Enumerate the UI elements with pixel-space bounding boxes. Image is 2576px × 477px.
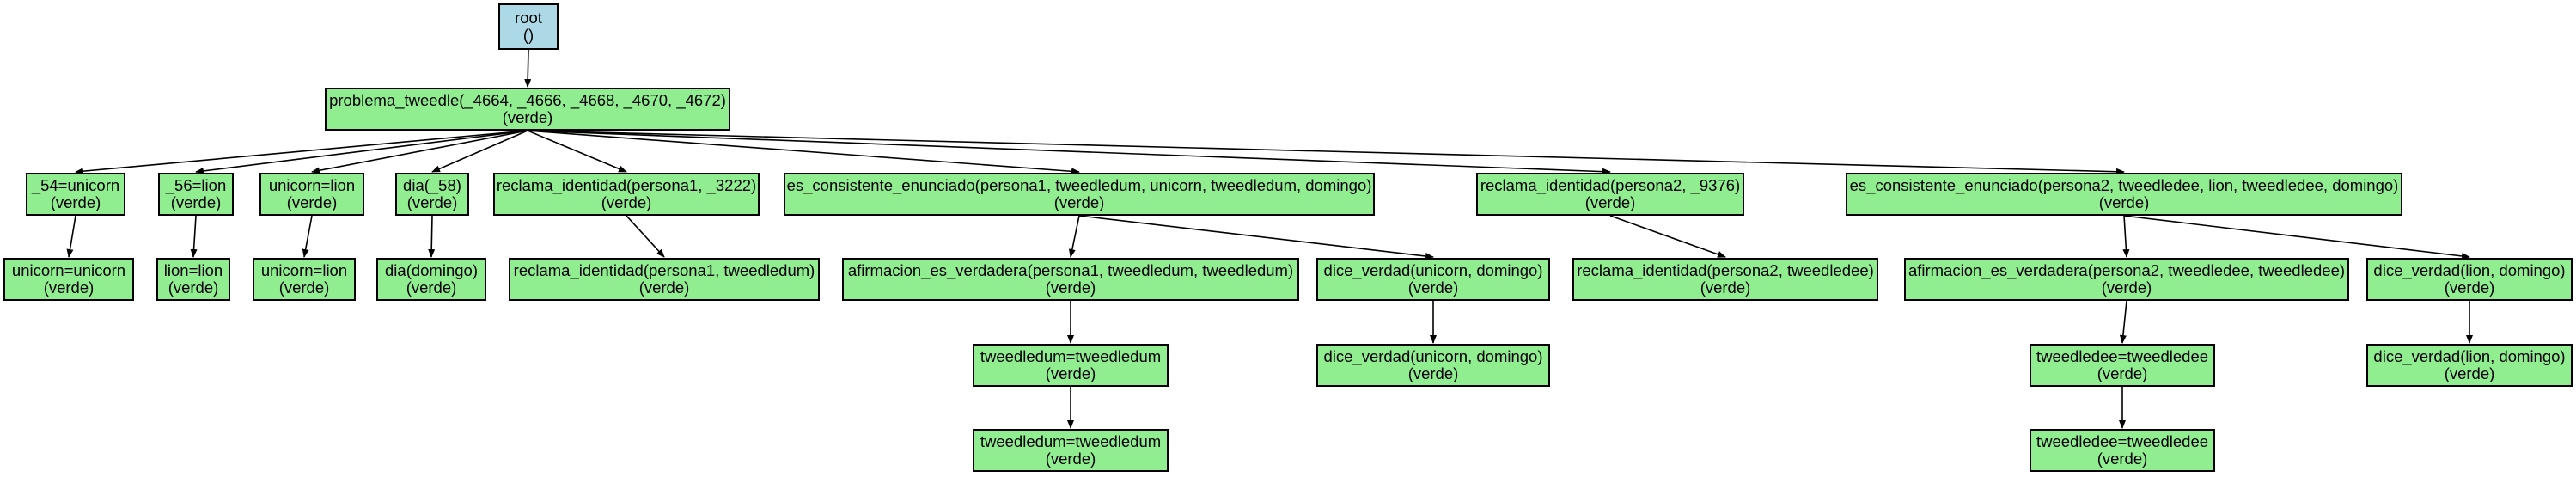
edge-problema-to-rec1 (527, 130, 627, 173)
node-status: (verde) (43, 278, 95, 297)
node-status: (verde) (168, 278, 219, 297)
tree-node-dice-verdad-unicorn: dice_verdad(unicorn, domingo) (verde) (1316, 258, 1550, 301)
node-status: (verde) (286, 193, 338, 211)
node-label: dice_verdad(lion, domingo) (2373, 347, 2566, 365)
node-label: afirmacion_es_verdadera(persona1, tweedl… (847, 261, 1294, 279)
tree-node-54-unicorn: _54=unicorn (verde) (26, 173, 125, 216)
node-label: reclama_identidad(persona2, _9376) (1480, 176, 1741, 194)
node-label: dice_verdad(unicorn, domingo) (1323, 347, 1543, 365)
node-status: (verde) (1045, 278, 1096, 297)
node-status: (verde) (2098, 193, 2150, 211)
node-status: (verde) (1045, 449, 1096, 468)
node-label: es_consistente_enunciado(persona1, tweed… (786, 176, 1372, 194)
edge-rec2-to-rec2c (1609, 215, 1726, 258)
edge-problema-to-rec2 (527, 130, 1611, 175)
edge-rec1-to-rec1c (626, 215, 665, 258)
tree-node-reclama-identidad-persona2-tweedledee: reclama_identidad(persona2, tweedledee) … (1572, 258, 1878, 301)
node-status: (verde) (1053, 193, 1105, 211)
node-label: dice_verdad(lion, domingo) (2373, 261, 2566, 279)
edge-problema-to-dia (431, 130, 528, 173)
tree-node-reclama-identidad-persona1-tweedledum: reclama_identidad(persona1, tweedledum) … (509, 258, 820, 301)
tree-node-reclama-identidad-persona1: reclama_identidad(persona1, _3222) (verd… (493, 173, 760, 216)
tree-node-problema-tweedle: problema_tweedle(_4664, _4666, _4668, _4… (325, 88, 730, 131)
node-label: unicorn=lion (268, 176, 356, 194)
edge-problema-to-esc1 (527, 130, 1080, 175)
node-status: (verde) (601, 193, 652, 211)
node-label: dia(domingo) (385, 261, 478, 279)
node-status: (verde) (1407, 278, 1459, 297)
tree-node-tweedledee-equals-tweedledee: tweedledee=tweedledee (verde) (2030, 344, 2215, 387)
node-status: (verde) (1045, 364, 1096, 382)
edge-esc2-to-dv2 (2123, 215, 2470, 260)
node-label: reclama_identidad(persona2, tweedledee) (1577, 261, 1874, 279)
tree-node-dia: dia(_58) (verde) (395, 173, 469, 216)
node-status: (verde) (406, 193, 458, 211)
tree-node-tweedledee-equals-tweedledee-result: tweedledee=tweedledee (verde) (2030, 429, 2215, 472)
node-label: lion=lion (163, 261, 223, 279)
tree-node-tweedledum-equals-tweedledum-result: tweedledum=tweedledum (verde) (973, 429, 1169, 472)
tree-node-dice-verdad-unicorn-result: dice_verdad(unicorn, domingo) (verde) (1316, 344, 1550, 387)
tree-node-unicorn-lion: unicorn=lion (verde) (259, 173, 364, 216)
node-status: (verde) (638, 278, 690, 297)
tree-node-tweedledum-equals-tweedledum: tweedledum=tweedledum (verde) (973, 344, 1169, 387)
node-status: (verde) (50, 193, 101, 211)
node-label: reclama_identidad(persona1, _3222) (496, 176, 757, 194)
tree-node-es-consistente-enunciado-persona1: es_consistente_enunciado(persona1, tweed… (784, 173, 1375, 216)
edge-dia-to-diac (428, 215, 436, 258)
edge-esc2-to-afi2 (2122, 215, 2130, 258)
tree-node-lion-lion: lion=lion (verde) (156, 258, 230, 301)
tree-node-reclama-identidad-persona2: reclama_identidad(persona2, _9376) (verd… (1476, 173, 1744, 216)
node-status: (verde) (502, 108, 553, 126)
node-label: afirmacion_es_verdadera(persona2, tweedl… (1908, 261, 2346, 279)
node-label: _54=unicorn (31, 176, 120, 194)
node-label: tweedledum=tweedledum (980, 432, 1162, 450)
node-label: _56=lion (165, 176, 227, 194)
node-status: () (522, 26, 534, 44)
tree-node-dia-domingo: dia(domingo) (verde) (376, 258, 486, 301)
node-label: reclama_identidad(persona1, tweedledum) (513, 261, 815, 279)
node-label: tweedledee=tweedledee (2036, 432, 2209, 450)
edge-problema-to-l56 (195, 130, 528, 174)
node-status: (verde) (406, 278, 457, 297)
node-label: problema_tweedle(_4664, _4666, _4668, _4… (329, 91, 726, 109)
edge-problema-to-u54 (75, 130, 528, 175)
node-status: (verde) (1407, 364, 1459, 382)
tree-node-es-consistente-enunciado-persona2: es_consistente_enunciado(persona2, tweed… (1846, 173, 2402, 216)
node-label: tweedledee=tweedledee (2036, 347, 2209, 365)
edge-ul-to-ulc (302, 215, 313, 258)
node-label: unicorn=unicorn (11, 261, 126, 279)
edge-esc1-to-dv1 (1078, 215, 1434, 260)
tree-node-root: root () (498, 3, 559, 50)
tree-node-dice-verdad-lion: dice_verdad(lion, domingo) (verde) (2366, 258, 2573, 301)
node-label: dice_verdad(unicorn, domingo) (1323, 261, 1543, 279)
tree-node-56-lion: _56=lion (verde) (158, 173, 234, 216)
node-status: (verde) (2097, 449, 2148, 468)
tree-node-unicorn-lion-result: unicorn=lion (verde) (253, 258, 356, 301)
node-label: root (515, 9, 542, 27)
edge-l56-to-l56c (190, 215, 198, 258)
node-label: unicorn=lion (260, 261, 348, 279)
edge-afi2-to-tdee1 (2119, 300, 2127, 344)
edge-u54-to-u54c (66, 215, 76, 258)
node-label: tweedledum=tweedledum (980, 347, 1162, 365)
node-status: (verde) (2101, 278, 2152, 297)
tree-node-unicorn-unicorn: unicorn=unicorn (verde) (3, 258, 134, 301)
tree-node-afirmacion-es-verdadera-persona1: afirmacion_es_verdadera(persona1, tweedl… (842, 258, 1299, 301)
edge-esc1-to-afi1 (1068, 215, 1080, 258)
node-status: (verde) (1584, 193, 1636, 211)
node-status: (verde) (1700, 278, 1751, 297)
edge-problema-to-ul (311, 130, 528, 174)
node-status: (verde) (2097, 364, 2148, 382)
node-label: dia(_58) (403, 176, 461, 194)
node-status: (verde) (278, 278, 330, 297)
edge-problema-to-esc2 (527, 130, 2125, 175)
node-status: (verde) (2444, 278, 2495, 297)
node-status: (verde) (170, 193, 222, 211)
node-status: (verde) (2444, 364, 2495, 382)
node-label: es_consistente_enunciado(persona2, tweed… (1849, 176, 2399, 194)
tree-node-dice-verdad-lion-result: dice_verdad(lion, domingo) (verde) (2366, 344, 2573, 387)
tree-node-afirmacion-es-verdadera-persona2: afirmacion_es_verdadera(persona2, tweedl… (1904, 258, 2349, 301)
